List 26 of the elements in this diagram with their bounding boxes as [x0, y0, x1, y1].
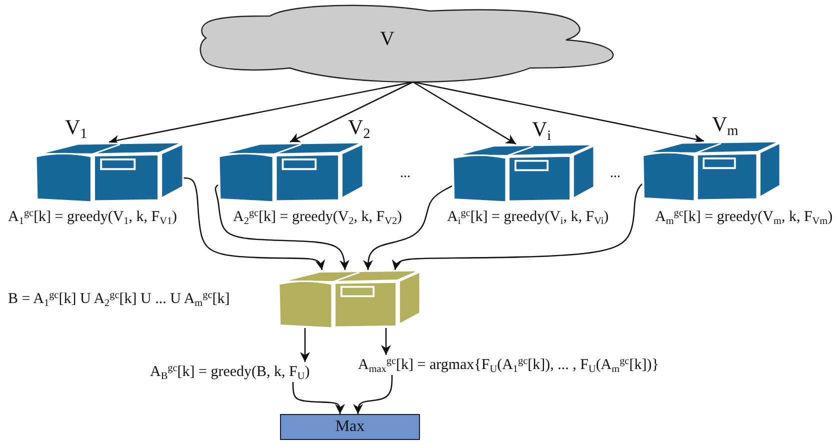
- curved-arrow: [353, 375, 393, 414]
- cloud-shape: [200, 2, 615, 82]
- cloud-label: V: [380, 28, 394, 50]
- box-label: V$_{i}$: [532, 118, 552, 140]
- formula-text: A$_{m}$$^{gc}$[k] = greedy(V$_{m}$, k, F$_{Vm}$): [655, 207, 833, 227]
- formula-text: A$_{i}$$^{gc}$[k] = greedy(V$_{i}$, k, F$_{Vi}$): [447, 207, 609, 227]
- curved-arrow: [183, 177, 326, 270]
- arrow: [381, 328, 391, 355]
- box-label: V$_{1}$: [65, 116, 88, 138]
- formula-text: A$_{B}$$^{gc}$[k] = greedy(B, k, F$_{U}$): [150, 362, 310, 382]
- ellipsis-text: ...: [400, 165, 410, 183]
- ellipsis-text: ...: [610, 165, 620, 183]
- curved-arrow: [392, 184, 642, 270]
- curved-arrow: [363, 185, 452, 270]
- curved-arrow: [292, 382, 345, 414]
- arrow: [290, 81, 414, 143]
- formula-text: A$_{2}$$^{gc}$[k] = greedy(V$_{2}$, k, F$_{V2}$): [233, 207, 402, 227]
- formula-text: A$_{1}$$^{gc}$[k] = greedy(V$_{1}$, k, F$_{V1}$): [8, 207, 178, 227]
- curved-arrow: [214, 184, 350, 270]
- formula-text: A$_{max}$$^{gc}$[k] = argmax{F$_{U}$(A$_{1}$$^{gc}$[k]), ... , F$_{U}$(A$_{m}$$^{gc}$[k])}: [358, 355, 659, 375]
- arrow: [412, 81, 516, 145]
- process-box: Max: [280, 414, 420, 440]
- box-label: V$_{m}$: [712, 113, 738, 135]
- box-label: V$_{2}$: [348, 116, 370, 138]
- formula-text: B = A$_{1}$$^{gc}$[k] U A$_{2}$$^{gc}$[k] U ... U A$_{m}$$^{gc}$[k]: [8, 289, 230, 309]
- arrow: [300, 328, 310, 362]
